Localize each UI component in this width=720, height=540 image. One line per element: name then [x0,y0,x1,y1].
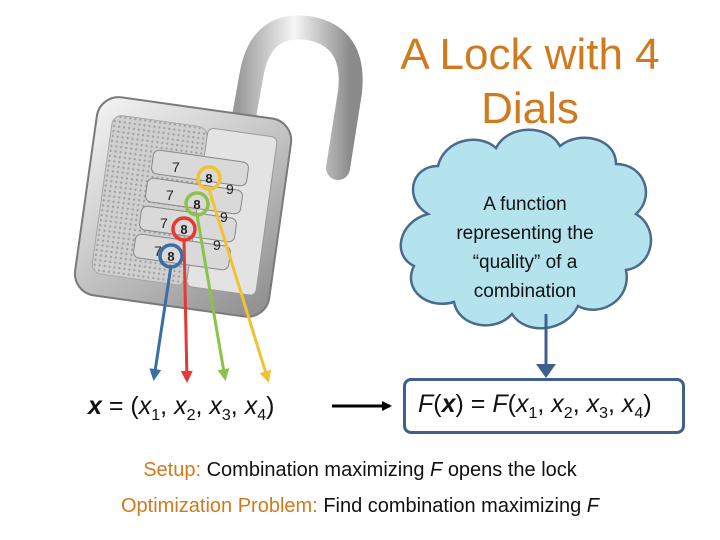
var: x [551,390,564,418]
arrow-head [536,364,556,378]
function-expression: F(x) = F(x1, x2, x3, x4) [418,390,652,422]
subscript: 2 [563,405,573,422]
var: x [244,392,258,420]
vector-expression: x = (x1, x2, x3, x4) [88,392,275,424]
subscript: 3 [599,405,608,422]
subscript: 3 [221,407,231,424]
vector-symbol: x [88,392,102,420]
vector-symbol: x [441,390,456,418]
title-line: A Lock with 4 [400,30,660,79]
arrow-dial2-to-x2 [180,239,193,383]
thought-cloud [399,128,653,330]
lock-shackle [226,15,363,180]
optimization-text: Find combination maximizing [323,495,582,517]
paren: ) [266,392,275,420]
dial-digit: 8 [167,249,174,264]
var: x [515,390,529,418]
dial-digit: 8 [193,197,200,212]
var: x [586,390,600,418]
cloud-line: combination [473,281,577,302]
var: x [209,392,222,420]
function-symbol: F [492,390,508,418]
dial-digit: 7 [160,215,168,231]
var: x [621,390,635,418]
dial-digit: 8 [180,222,187,237]
subscript: 4 [634,405,644,422]
optimization-line: Optimization Problem: Find combination m… [0,495,720,518]
dial-digit: 8 [205,171,212,186]
subscript: 4 [257,407,267,424]
cloud-line: “quality” of a [472,252,578,273]
title-line: Dials [481,84,579,133]
sep: , [160,392,168,420]
setup-label: Setup: [143,459,202,481]
dial-digit: 9 [220,209,228,225]
subscript: 1 [528,405,538,422]
function-box [403,378,685,434]
arrow-dial3-to-x3 [195,214,230,381]
dial-digit: 9 [226,181,234,197]
dial-digit: 7 [172,159,180,175]
optimization-label: Optimization Problem: [121,495,318,517]
arrow-dial1-to-x1 [149,265,173,381]
equals-sign: = [470,390,486,418]
slide-title: A Lock with 4 Dials [360,28,700,136]
cloud-line: representing the [456,223,594,244]
setup-var: F [430,459,443,481]
setup-text: Combination maximizing [206,459,425,481]
equals-sign: = [108,392,124,420]
cloud-caption: A function representing the “quality” of… [420,190,630,306]
dial-digit: 9 [213,237,221,253]
setup-line: Setup: Combination maximizing F opens th… [0,459,720,482]
dial-wheels [133,149,249,271]
dial-digits: 7 7 7 7 9 9 9 [154,159,234,259]
sep: , [608,390,615,418]
paren: ( [130,392,139,420]
paren: ) [643,390,652,418]
subscript: 2 [186,407,196,424]
var: x [174,392,187,420]
paren: ( [507,390,516,418]
dial-digit: 7 [166,187,174,203]
dial-digit: 7 [154,243,162,259]
subscript: 1 [151,407,161,424]
function-symbol: F [418,390,434,418]
optimization-var: F [586,495,599,517]
arrow-dial4-to-x4 [207,188,272,383]
sep: , [572,390,580,418]
var: x [138,392,152,420]
cloud-line: A function [483,194,567,215]
sep: , [230,392,238,420]
sep: , [195,392,203,420]
paren: ) [455,390,464,418]
paren: ( [433,390,442,418]
setup-text-end: opens the lock [447,459,577,481]
sep: , [537,390,545,418]
